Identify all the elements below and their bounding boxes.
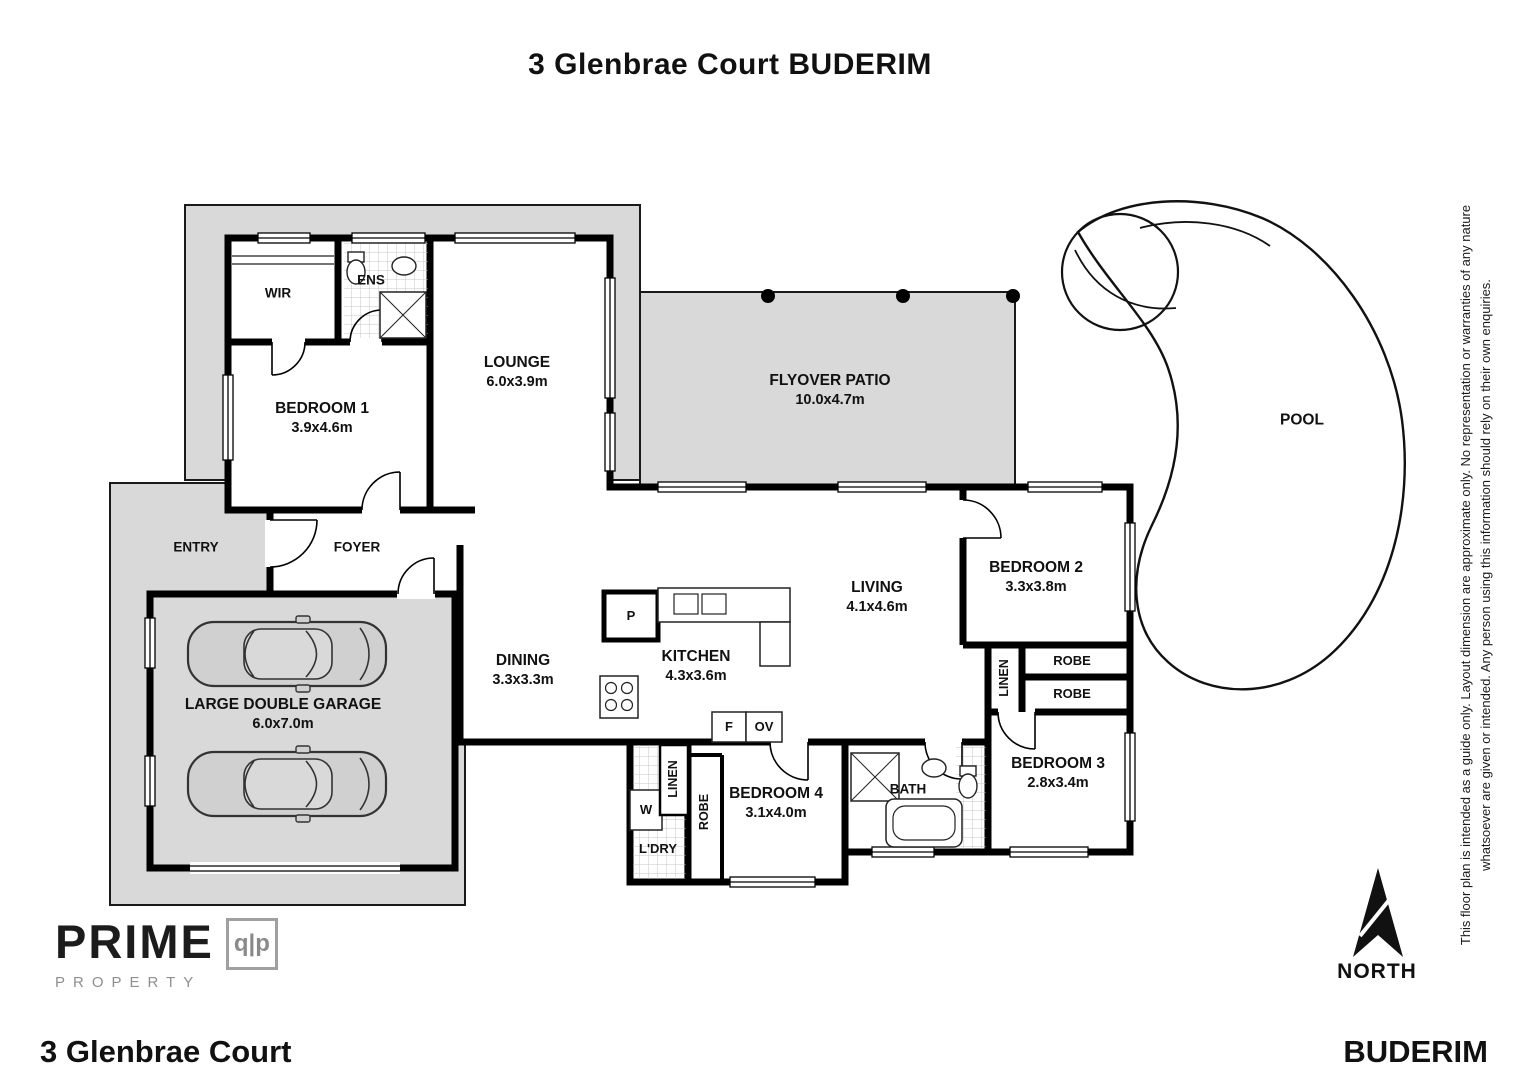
bath-toilet	[958, 773, 978, 799]
room-dims: 6.0x7.0m	[252, 716, 314, 733]
room-name: BEDROOM 1	[275, 399, 369, 417]
room-name: POOL	[1280, 411, 1324, 429]
room-dims: 10.0x4.7m	[795, 392, 865, 409]
page-title: 3 Glenbrae Court BUDERIM	[528, 48, 932, 81]
room-label-linen-ldry: LINEN	[666, 760, 682, 798]
room-dims: 4.1x4.6m	[846, 599, 908, 616]
room-label-robe-bed2-bottom: ROBE	[1053, 686, 1091, 702]
oven-space	[745, 711, 783, 743]
room-dims: 3.3x3.8m	[1005, 579, 1067, 596]
room-dims: 6.0x3.9m	[486, 374, 548, 391]
room-name: W	[639, 801, 653, 817]
kitchen-bench-return	[759, 621, 791, 667]
logo-prime-text: PRIME	[55, 915, 214, 968]
room-name: LIVING	[851, 578, 903, 596]
room-label-ldry: L'DRY	[639, 841, 677, 857]
room-label-entry: ENTRY	[173, 540, 218, 557]
north-arrow-icon	[1353, 868, 1403, 957]
room-dims: 2.8x3.4m	[1027, 775, 1089, 792]
room-name: ROBE	[697, 793, 712, 831]
room-label-living: LIVING 4.1x4.6m	[846, 578, 907, 617]
room-label-robe-bed2-top: ROBE	[1053, 653, 1091, 669]
cooktop	[599, 675, 639, 719]
patio-area	[639, 291, 1016, 488]
fixtures	[232, 251, 978, 848]
ensuite-toilet	[346, 259, 366, 285]
room-name: ENTRY	[173, 539, 219, 555]
pantry-closet	[601, 589, 661, 643]
room-dims: 3.1x4.0m	[745, 805, 807, 822]
room-label-wir: WIR	[265, 286, 291, 303]
patio-posts	[761, 289, 1020, 303]
room-name: WIR	[264, 285, 292, 301]
room-name: LINEN	[997, 659, 1012, 697]
wardrobe-rails	[232, 255, 334, 265]
footer-address: 3 Glenbrae Court	[40, 1034, 292, 1069]
room-label-linen-hall: LINEN	[997, 659, 1013, 697]
logo-qp-mark: q|p	[225, 918, 278, 970]
logo-qp-mark-text: q|p	[233, 930, 270, 957]
interior-walls	[228, 238, 1130, 882]
room-label-lounge: LOUNGE 6.0x3.9m	[484, 353, 550, 392]
logo-property-text: PROPERTY	[55, 974, 202, 991]
room-name: DINING	[495, 651, 551, 669]
room-label-bedroom1: BEDROOM 1 3.9x4.6m	[275, 399, 369, 438]
room-name: L'DRY	[639, 840, 677, 856]
room-label-bedroom2: BEDROOM 2 3.3x3.8m	[989, 558, 1083, 597]
room-label-bedroom4: BEDROOM 4 3.1x4.0m	[729, 784, 823, 823]
room-label-foyer: FOYER	[334, 540, 381, 557]
room-dims: 3.3x3.3m	[492, 672, 554, 689]
room-name: OV	[754, 718, 774, 734]
kitchen-sink	[673, 593, 699, 615]
room-label-pool: POOL	[1280, 410, 1324, 429]
windows-and-openings	[144, 232, 1136, 888]
car-icon	[186, 745, 388, 823]
room-label-dining: DINING 3.3x3.3m	[492, 651, 553, 690]
room-label-ens: ENS	[357, 273, 385, 290]
closet-walls	[688, 753, 724, 882]
room-label-kitchen: KITCHEN 4.3x3.6m	[662, 647, 731, 686]
bath-basin	[921, 758, 947, 778]
disclaimer-text: This floor plan is intended as a guide o…	[1456, 160, 1496, 990]
footer-suburb: BUDERIM	[1343, 1034, 1488, 1069]
room-name: BEDROOM 3	[1011, 754, 1105, 772]
prime-property-logo: PRIME q|p PROPERTY	[55, 918, 278, 991]
room-name: BEDROOM 4	[729, 784, 823, 802]
room-name: LINEN	[666, 760, 681, 798]
room-label-robe-bed4: ROBE	[697, 794, 713, 830]
room-label-bath: BATH	[890, 782, 927, 799]
ensuite-basin	[391, 256, 417, 276]
disclaimer-line-2: whatsoever are given or intended. Any pe…	[1478, 279, 1493, 871]
label-pantry: P	[627, 608, 636, 624]
label-fridge: F	[725, 719, 733, 735]
label-washer: W	[640, 802, 652, 818]
laundry-linen-closet	[658, 743, 690, 817]
pool-shape	[1060, 200, 1406, 691]
washer-space	[629, 789, 663, 831]
room-name: F	[725, 718, 733, 734]
disclaimer-line-1: This floor plan is intended as a guide o…	[1457, 204, 1473, 946]
room-label-bedroom3: BEDROOM 3 2.8x3.4m	[1011, 754, 1105, 793]
room-name: BEDROOM 2	[989, 558, 1083, 576]
fridge-space	[711, 711, 747, 743]
room-dims: 3.9x4.6m	[291, 420, 353, 437]
room-name: ENS	[357, 272, 385, 288]
room-name: KITCHEN	[661, 647, 731, 665]
north-label: NORTH	[1337, 960, 1417, 983]
room-name: ROBE	[1053, 652, 1091, 668]
room-name: LARGE DOUBLE GARAGE	[184, 695, 382, 713]
car-icon	[186, 615, 388, 693]
room-name: FLYOVER PATIO	[769, 371, 891, 389]
room-name: BATH	[889, 781, 927, 797]
label-oven: OV	[755, 719, 774, 735]
room-name: FOYER	[333, 539, 381, 555]
room-label-patio: FLYOVER PATIO 10.0x4.7m	[769, 371, 890, 410]
room-dims: 4.3x3.6m	[665, 668, 727, 685]
room-name: LOUNGE	[483, 353, 551, 371]
room-name: ROBE	[1053, 685, 1091, 701]
room-name: P	[626, 607, 636, 623]
room-label-garage: LARGE DOUBLE GARAGE 6.0x7.0m	[185, 695, 381, 734]
